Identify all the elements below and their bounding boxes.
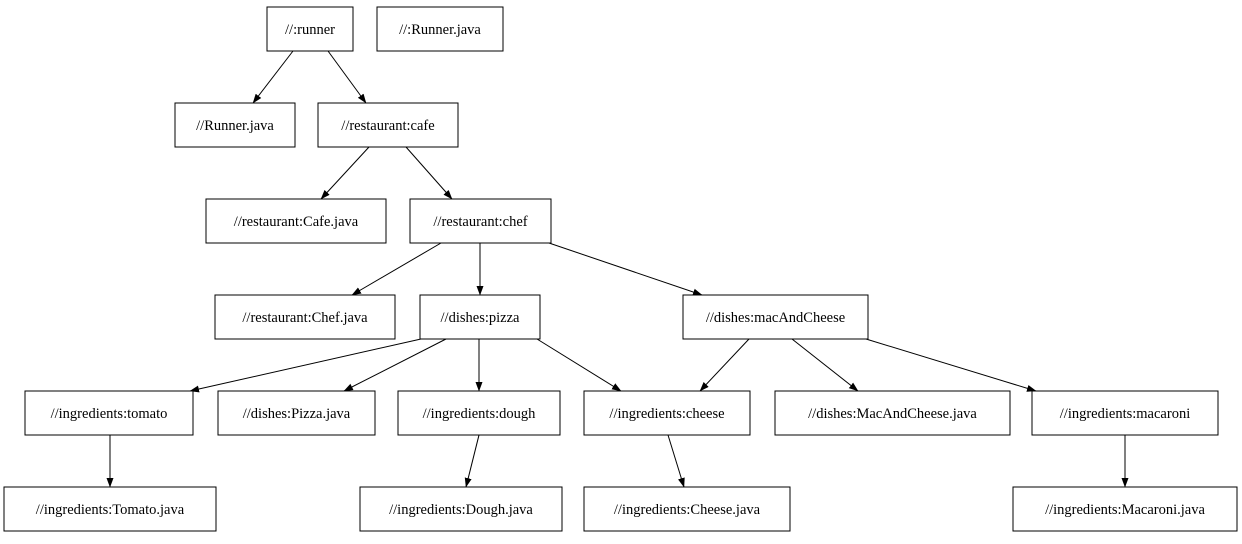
node-box-chef_java — [214, 294, 396, 340]
node-label-dough_java: //ingredients:Dough.java — [389, 502, 533, 518]
node-label-runner_src: //:Runner.java — [399, 22, 481, 38]
edge-mac-macaroni — [865, 338, 1037, 392]
edge-cafe-cafe_java — [320, 146, 370, 200]
node-chef_java: //restaurant:Chef.java — [214, 294, 396, 340]
node-label-mac_java: //dishes:MacAndCheese.java — [808, 406, 977, 422]
node-label-cafe_java: //restaurant:Cafe.java — [234, 214, 359, 230]
edge-runner-cafe — [327, 50, 367, 104]
node-box-pizza — [419, 294, 541, 340]
node-box-macaroni_java — [1012, 486, 1238, 532]
node-label-pizza_java: //dishes:Pizza.java — [243, 406, 351, 422]
node-box-tomato_java — [3, 486, 217, 532]
node-tomato_java: //ingredients:Tomato.java — [3, 486, 217, 532]
node-box-cheese_java — [583, 486, 791, 532]
node-label-macaroni_java: //ingredients:Macaroni.java — [1045, 502, 1205, 518]
node-macaroni: //ingredients:macaroni — [1031, 390, 1219, 436]
edge-pizza-cheese — [536, 338, 622, 392]
node-pizza: //dishes:pizza — [419, 294, 541, 340]
node-label-macaroni: //ingredients:macaroni — [1060, 406, 1190, 422]
node-dough_java: //ingredients:Dough.java — [359, 486, 563, 532]
node-box-dough_java — [359, 486, 563, 532]
node-runner_src: //:Runner.java — [376, 6, 504, 52]
edge-chef-mac — [548, 242, 703, 296]
node-runner_java: //Runner.java — [174, 102, 296, 148]
node-box-tomato — [24, 390, 194, 436]
node-box-pizza_java — [217, 390, 376, 436]
node-label-pizza: //dishes:pizza — [441, 310, 520, 326]
node-cafe_java: //restaurant:Cafe.java — [205, 198, 387, 244]
edge-pizza-tomato — [189, 338, 422, 393]
node-box-macaroni — [1031, 390, 1219, 436]
node-box-runner_src — [376, 6, 504, 52]
node-label-chef: //restaurant:chef — [433, 214, 527, 230]
node-cheese_java: //ingredients:Cheese.java — [583, 486, 791, 532]
edge-cafe-chef — [405, 146, 453, 200]
node-label-tomato: //ingredients:tomato — [51, 406, 168, 422]
node-macaroni_java: //ingredients:Macaroni.java — [1012, 486, 1238, 532]
node-box-mac_java — [774, 390, 1011, 436]
node-label-mac: //dishes:macAndCheese — [706, 310, 845, 326]
node-runner: //:runner — [266, 6, 354, 52]
node-pizza_java: //dishes:Pizza.java — [217, 390, 376, 436]
node-dough: //ingredients:dough — [397, 390, 561, 436]
node-label-cheese_java: //ingredients:Cheese.java — [614, 502, 761, 518]
node-chef: //restaurant:chef — [409, 198, 552, 244]
node-label-chef_java: //restaurant:Chef.java — [242, 310, 368, 326]
node-tomato: //ingredients:tomato — [24, 390, 194, 436]
node-cafe: //restaurant:cafe — [317, 102, 459, 148]
node-label-cheese: //ingredients:cheese — [609, 406, 724, 422]
node-cheese: //ingredients:cheese — [583, 390, 751, 436]
node-box-dough — [397, 390, 561, 436]
edge-pizza-pizza_java — [343, 338, 447, 392]
node-box-cafe_java — [205, 198, 387, 244]
node-box-chef — [409, 198, 552, 244]
edge-cheese-cheese_java — [667, 434, 685, 488]
node-label-dough: //ingredients:dough — [423, 406, 537, 422]
node-box-cafe — [317, 102, 459, 148]
node-label-tomato_java: //ingredients:Tomato.java — [36, 502, 185, 518]
node-box-runner — [266, 6, 354, 52]
node-label-cafe: //restaurant:cafe — [341, 118, 434, 134]
edge-dough-dough_java — [464, 434, 480, 488]
edge-mac-cheese — [699, 338, 750, 392]
node-mac_java: //dishes:MacAndCheese.java — [774, 390, 1011, 436]
edge-mac-mac_java — [791, 338, 859, 392]
node-label-runner: //:runner — [285, 22, 335, 38]
node-box-cheese — [583, 390, 751, 436]
node-box-mac — [682, 294, 869, 340]
edge-runner-runner_java — [252, 50, 294, 104]
node-label-runner_java: //Runner.java — [196, 118, 274, 134]
node-mac: //dishes:macAndCheese — [682, 294, 869, 340]
edge-chef-chef_java — [351, 242, 442, 296]
node-box-runner_java — [174, 102, 296, 148]
